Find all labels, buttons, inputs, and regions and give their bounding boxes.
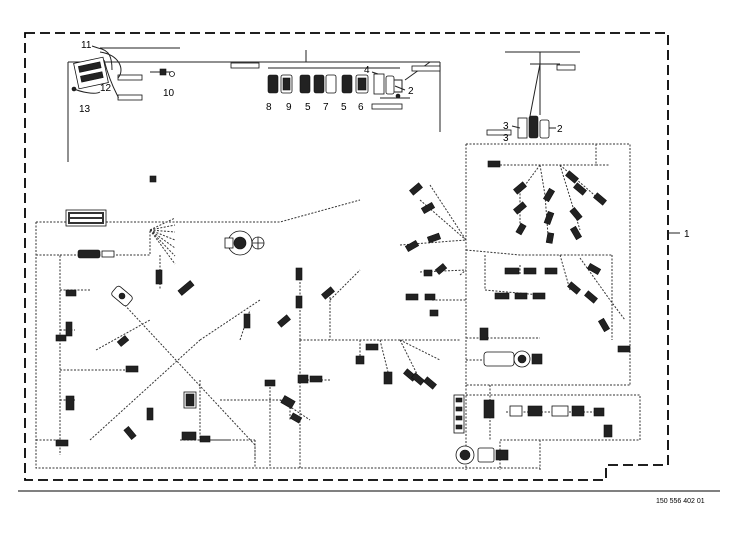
- callout-7: 7: [323, 102, 329, 113]
- drawing-number: 150 556 402 01: [656, 498, 705, 505]
- callout-2-top: 2: [408, 86, 414, 97]
- right-sub-harness: [399, 143, 631, 386]
- callout-10: 10: [163, 88, 175, 99]
- top-harness-lines: [67, 47, 580, 162]
- callout-5-right: 5: [341, 102, 347, 113]
- top-connector-row: [267, 73, 410, 99]
- top-left-component-group: [71, 47, 175, 99]
- callout-leaders: [91, 45, 680, 234]
- harness-boundary-frame: [24, 32, 669, 481]
- callout-2-right: 2: [557, 124, 563, 135]
- lower-right-sub-harness: [453, 385, 641, 470]
- callout-4: 4: [364, 65, 370, 76]
- left-sub-harness: [35, 175, 540, 469]
- callout-5-left: 5: [305, 102, 311, 113]
- callout-9: 9: [286, 102, 292, 113]
- callout-3-right-lower: 3: [503, 133, 509, 144]
- callout-13: 13: [79, 104, 91, 115]
- callout-1: 1: [684, 229, 690, 240]
- callout-6: 6: [358, 102, 364, 113]
- callout-8: 8: [266, 102, 272, 113]
- top-right-connector-group: [517, 63, 550, 139]
- callout-3-right: 3: [503, 121, 509, 132]
- callout-12: 12: [100, 83, 112, 94]
- callout-11: 11: [81, 40, 92, 51]
